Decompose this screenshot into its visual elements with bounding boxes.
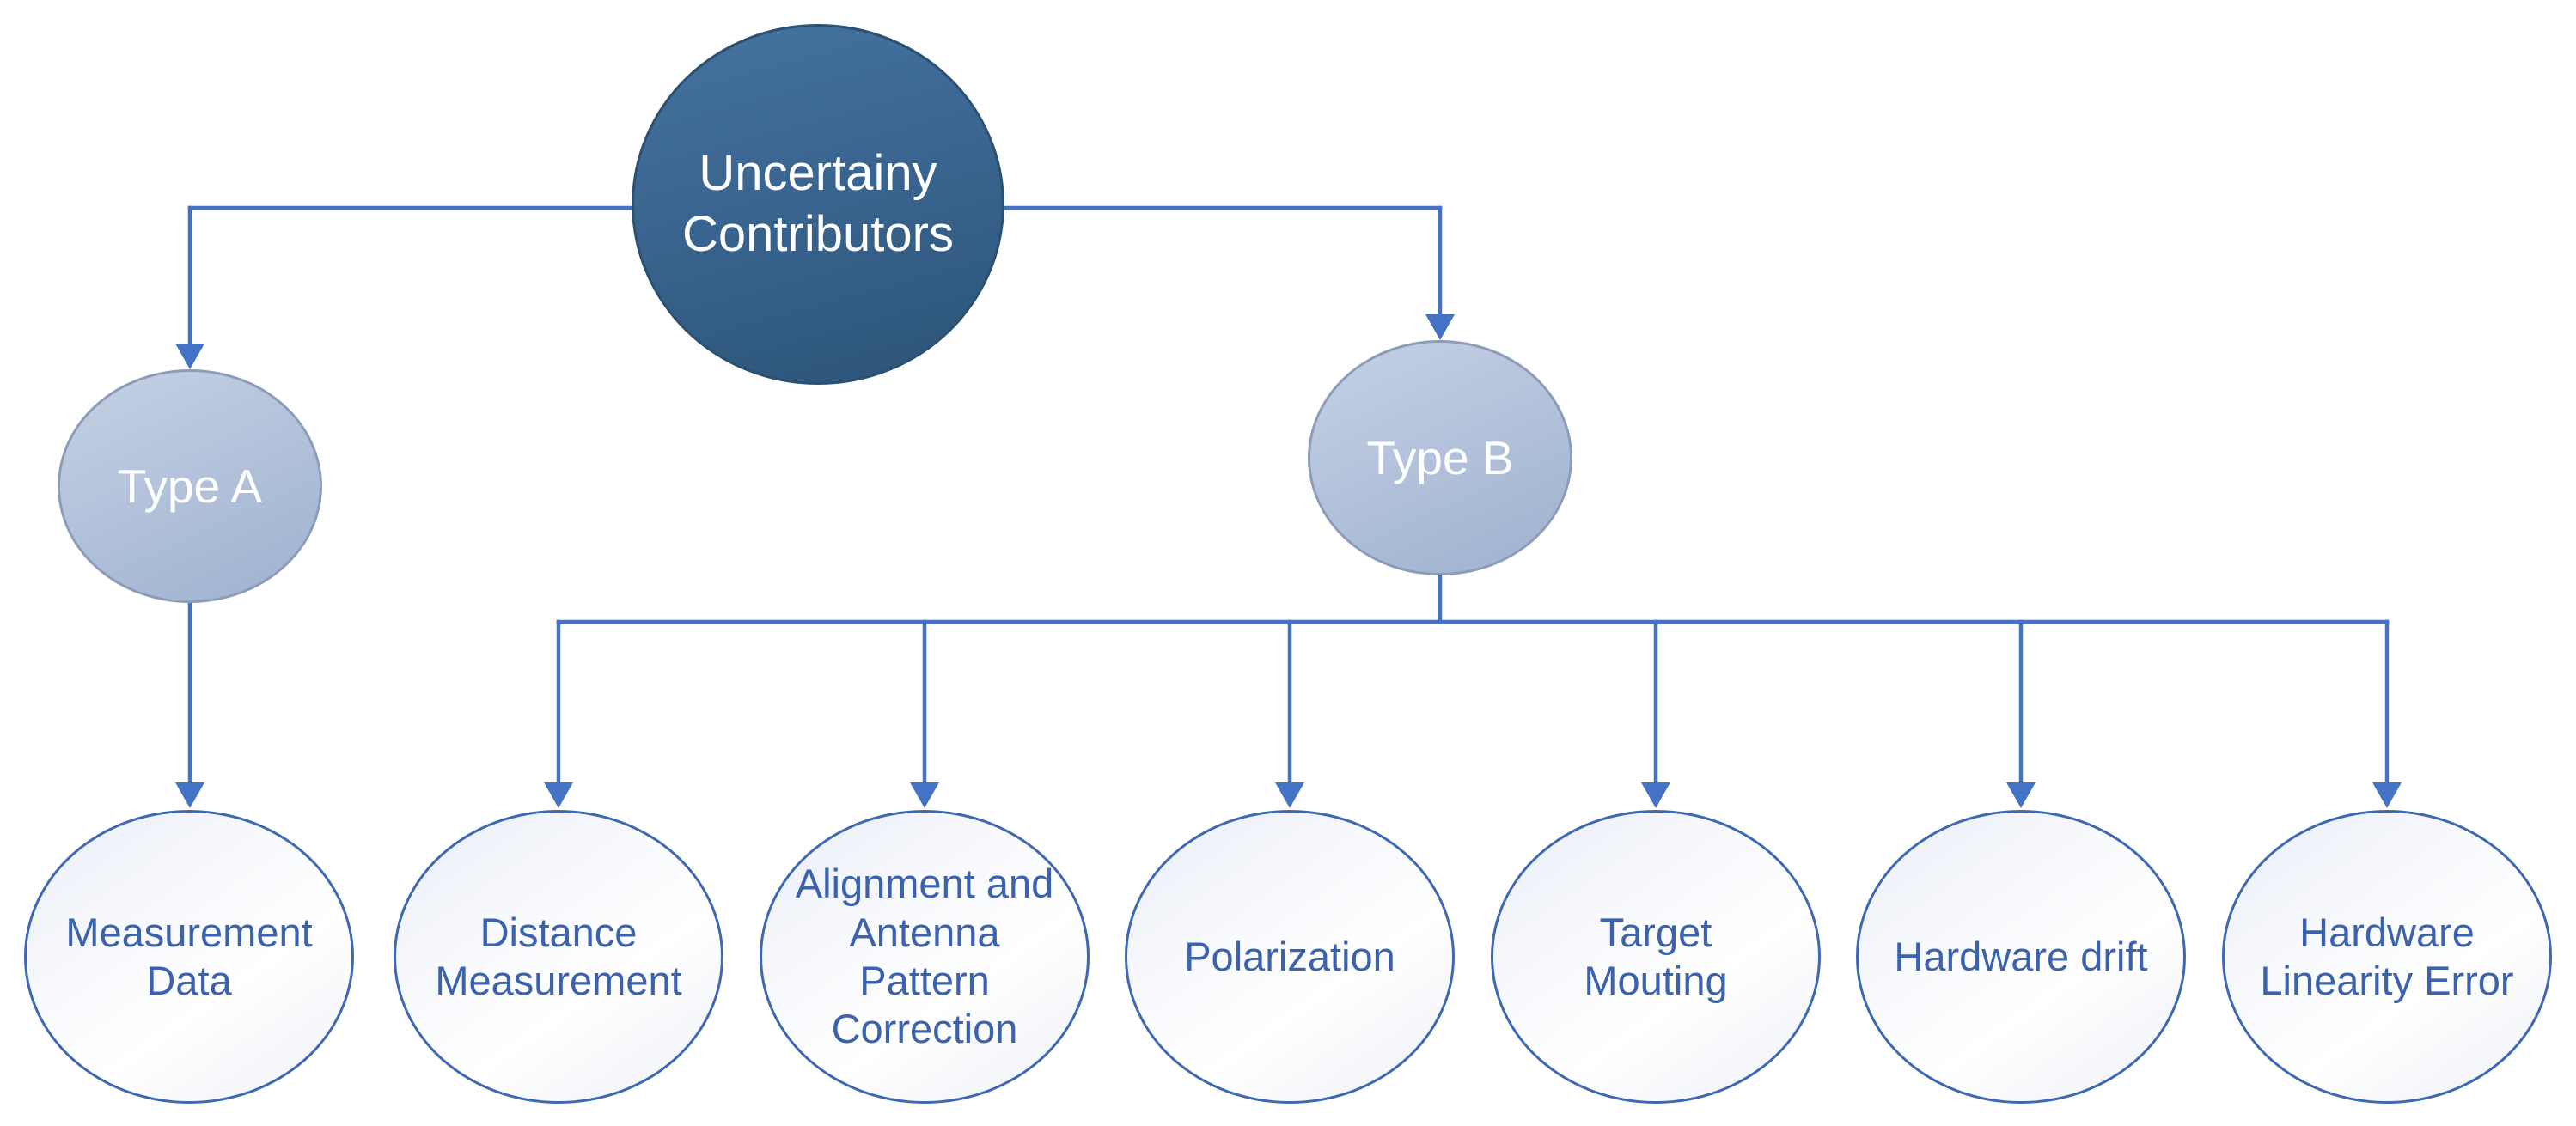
- arrowhead-polarization: [1275, 782, 1304, 808]
- node-measurement-data: Measurement Data: [24, 810, 354, 1104]
- node-uncertainty-contributors: Uncertainy Contributors: [632, 24, 1004, 385]
- arrowhead-type-b: [1425, 314, 1455, 340]
- node-distance-measurement: Distance Measurement: [394, 810, 723, 1104]
- node-hardware-linearity-error: Hardware Linearity Error: [2222, 810, 2552, 1104]
- node-target-mouting-label: Target Mouting: [1584, 909, 1728, 1003]
- node-uncertainty-contributors-label: Uncertainy Contributors: [682, 145, 954, 262]
- node-distance-measurement-label: Distance Measurement: [435, 909, 682, 1003]
- arrowhead-type-a: [175, 344, 204, 369]
- node-type-a-label: Type A: [117, 460, 263, 513]
- node-hardware-drift: Hardware drift: [1856, 810, 2186, 1104]
- arrowhead-distance-measurement: [544, 782, 573, 808]
- node-target-mouting: Target Mouting: [1491, 810, 1821, 1104]
- arrowhead-hardware-linearity: [2372, 782, 2402, 808]
- node-type-b: Type B: [1308, 340, 1572, 575]
- arrowhead-hardware-drift: [2006, 782, 2036, 808]
- node-type-b-label: Type B: [1366, 431, 1514, 484]
- arrowhead-target-mouting: [1641, 782, 1670, 808]
- node-hardware-linearity-error-label: Hardware Linearity Error: [2260, 909, 2514, 1003]
- arrowhead-measurement-data: [175, 782, 204, 808]
- node-measurement-data-label: Measurement Data: [65, 909, 313, 1003]
- node-hardware-drift-label: Hardware drift: [1894, 933, 2148, 979]
- node-alignment-antenna-pattern-correction-label: Alignment and Antenna Pattern Correction: [795, 861, 1054, 1052]
- node-alignment-antenna-pattern-correction: Alignment and Antenna Pattern Correction: [760, 810, 1090, 1104]
- node-type-a: Type A: [58, 369, 322, 603]
- node-polarization: Polarization: [1125, 810, 1455, 1104]
- node-polarization-label: Polarization: [1184, 933, 1395, 979]
- arrowhead-alignment: [910, 782, 939, 808]
